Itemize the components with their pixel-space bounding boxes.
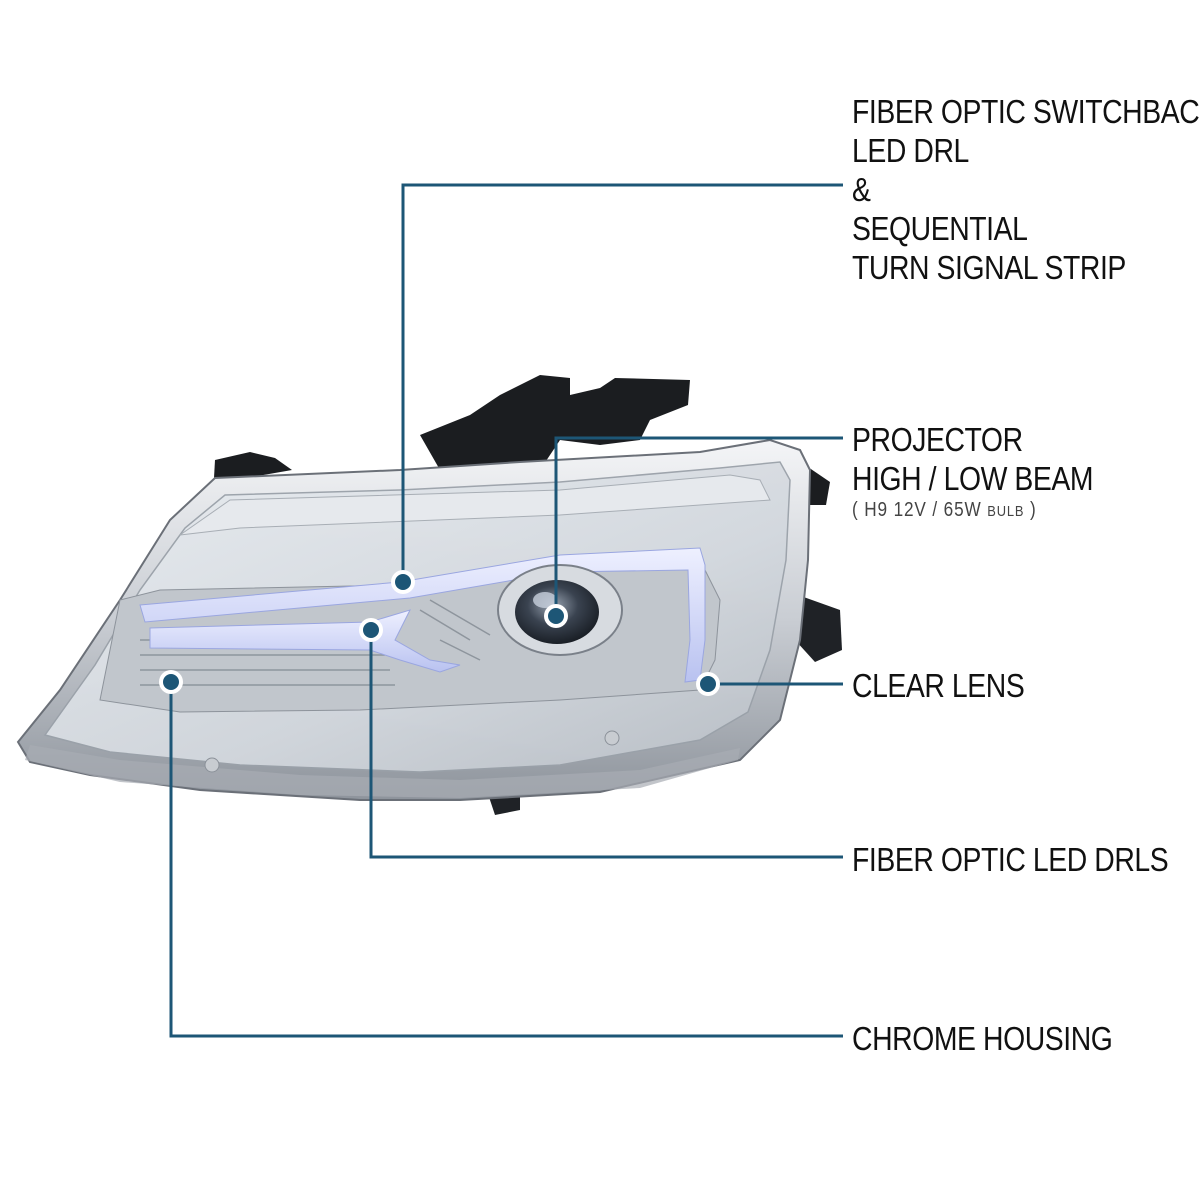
callout-drl-switchback: FIBER OPTIC SWITCHBACK LED DRL & SEQUENT… bbox=[852, 92, 1200, 287]
lens-bump-left bbox=[204, 757, 220, 773]
lens-bump-right bbox=[604, 730, 620, 746]
drl-switchback-line-5: TURN SIGNAL STRIP bbox=[852, 249, 1126, 286]
mounting-bracket bbox=[420, 375, 690, 475]
bulb-note-close: ) bbox=[1030, 499, 1037, 521]
drl-switchback-line-1: FIBER OPTIC SWITCHBACK bbox=[852, 93, 1200, 130]
upper-chrome-strip bbox=[179, 474, 771, 536]
bulb-note-word: BULB bbox=[987, 503, 1025, 520]
headlight-illustration bbox=[16, 375, 842, 815]
left-clip bbox=[214, 452, 292, 480]
projector-highlight bbox=[533, 592, 557, 608]
projector-line-1: PROJECTOR bbox=[852, 421, 1023, 458]
leader-projector bbox=[554, 436, 843, 616]
bulb-note-open: ( H9 12V / 65W bbox=[852, 499, 982, 521]
right-mount-tab bbox=[795, 595, 842, 662]
callout-fiber-drls: FIBER OPTIC LED DRLS bbox=[852, 840, 1169, 879]
fiber-drls-label: FIBER OPTIC LED DRLS bbox=[852, 841, 1169, 878]
callout-projector: PROJECTOR HIGH / LOW BEAM ( H9 12V / 65W… bbox=[852, 420, 1094, 524]
right-clip bbox=[805, 465, 830, 505]
lower-drl-arrow bbox=[149, 609, 461, 673]
chrome-housing-label: CHROME HOUSING bbox=[852, 1020, 1113, 1057]
drl-switchback-line-4: SEQUENTIAL bbox=[852, 210, 1028, 247]
projector-bulb-note: ( H9 12V / 65W BULB ) bbox=[852, 498, 1093, 524]
clear-lens-label: CLEAR LENS bbox=[852, 667, 1025, 704]
leader-drl-switchback bbox=[401, 183, 843, 582]
leader-lines bbox=[169, 183, 843, 1038]
dot-clear-lens bbox=[696, 672, 720, 696]
callout-clear-lens: CLEAR LENS bbox=[852, 666, 1025, 705]
leader-chrome-housing bbox=[169, 682, 843, 1038]
lower-lip bbox=[25, 745, 740, 798]
dot-fiber-drls bbox=[359, 618, 383, 642]
callout-chrome-housing: CHROME HOUSING bbox=[852, 1019, 1113, 1058]
drl-switchback-line-2: LED DRL bbox=[852, 132, 969, 169]
callout-dots bbox=[159, 570, 720, 696]
dot-chrome-housing bbox=[159, 670, 183, 694]
drl-switchback-line-3: & bbox=[852, 171, 871, 208]
projector-line-2: HIGH / LOW BEAM bbox=[852, 460, 1094, 497]
dot-drl-switchback bbox=[391, 570, 415, 594]
dot-projector bbox=[544, 604, 568, 628]
switchback-drl-bar bbox=[139, 547, 706, 683]
leader-fiber-drls bbox=[369, 630, 843, 859]
